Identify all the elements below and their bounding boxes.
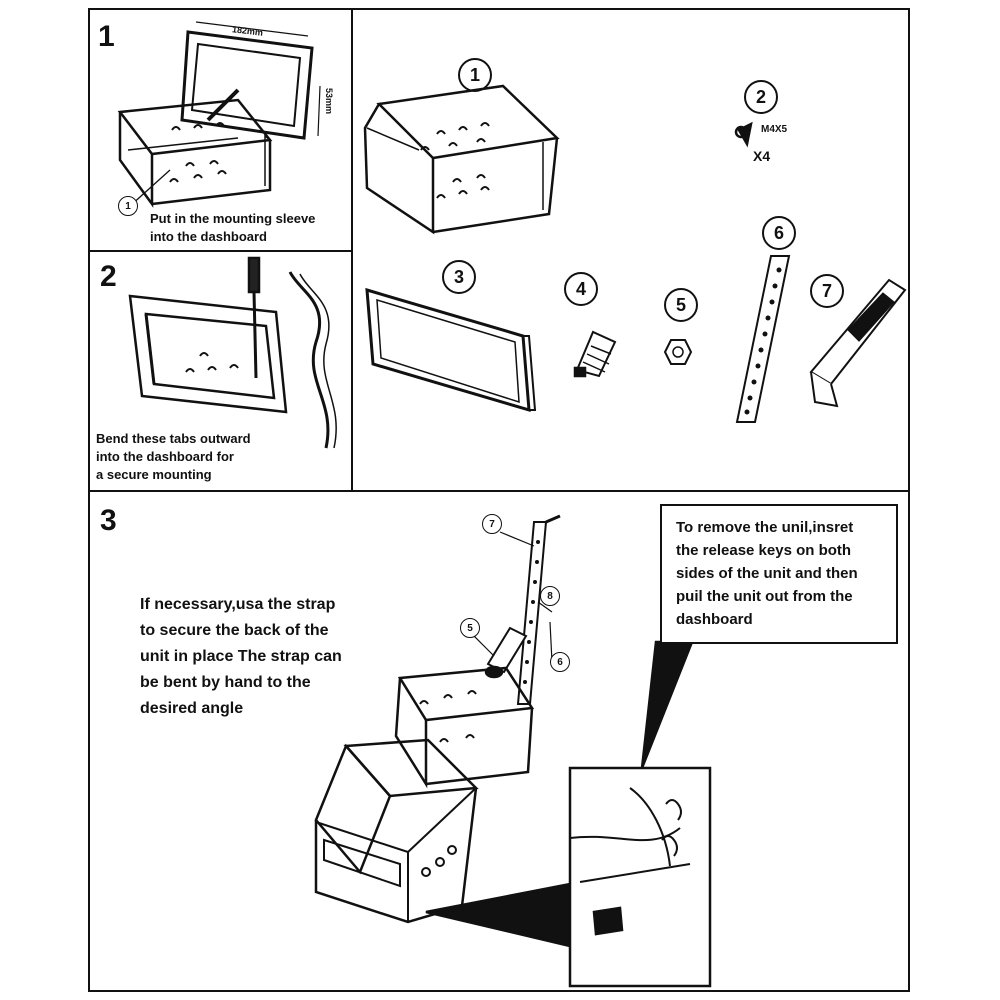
parts-panel: 1 [351,8,910,492]
step-3-callout-strap-end: 6 [550,652,570,672]
step-2-panel: 2 Bend these tabs outward into the dashb… [88,250,353,492]
part-number-1: 1 [458,58,492,92]
release-instructions-box: To remove the unil,insret the release ke… [660,504,898,644]
step-1-caption: Put in the mounting sleeve into the dash… [150,211,316,244]
part-number-6: 6 [762,216,796,250]
part-1-sleeve [363,84,907,423]
step-1-sleeve-illustration [117,21,321,208]
step-3-callout-strap: 7 [482,514,502,534]
step-1-panel: 1 182mm 53mm 1 Put in the mounting sleev… [88,8,353,252]
step-3-assembly-illustration [314,514,712,988]
step-2-tabs-illustration [128,256,337,449]
dimension-height: 53mm [324,87,335,115]
step-3-caption: If necessary,usa the strap to secure the… [140,596,342,717]
step-3-callout-bolt: 5 [460,618,480,638]
step-3-number: 3 [100,504,117,537]
step-1-callout: 1 [118,196,138,216]
part-number-4: 4 [564,272,598,306]
part-number-3: 3 [442,260,476,294]
step-1-number: 1 [98,20,115,53]
step-3-callout-nut: 8 [540,586,560,606]
part-number-5: 5 [664,288,698,322]
step-3-panel: 3 If necessary,usa the strap to secure t… [88,490,910,992]
release-instructions-caption: To remove the unil,insret the release ke… [676,519,858,628]
part-2-quantity: X4 [753,148,771,164]
step-2-caption: Bend these tabs outward into the dashboa… [96,431,251,482]
part-number-7: 7 [810,274,844,308]
step-2-number: 2 [100,260,117,293]
part-2-spec: M4X5 [761,124,788,135]
part-number-2: 2 [744,80,778,114]
